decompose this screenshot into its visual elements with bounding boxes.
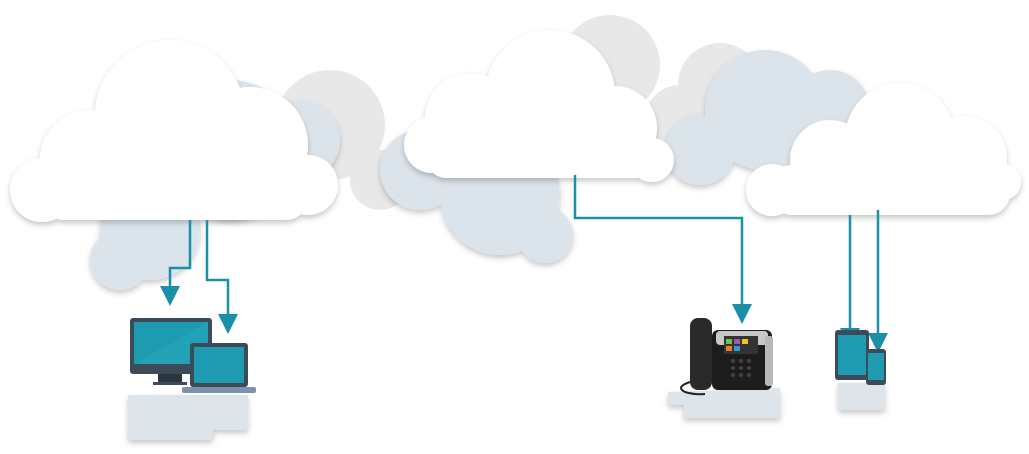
smartphone-icon bbox=[866, 349, 886, 385]
platform bbox=[838, 383, 885, 410]
laptop-icon bbox=[182, 343, 256, 393]
mobile-devices bbox=[835, 330, 886, 410]
platform bbox=[128, 395, 248, 440]
cloud-middle bbox=[404, 30, 674, 182]
cloud-right bbox=[746, 83, 1021, 216]
tablet-icon bbox=[835, 330, 869, 380]
desk-phone-icon bbox=[680, 318, 773, 396]
connector-to-monitor bbox=[160, 220, 192, 306]
desk-phone-group bbox=[668, 318, 780, 418]
cloud-left bbox=[10, 40, 338, 222]
computer-devices bbox=[128, 318, 256, 440]
connector-to-laptop bbox=[205, 220, 238, 334]
connectors bbox=[160, 175, 888, 353]
platform bbox=[668, 388, 780, 418]
connector-to-desk-phone bbox=[573, 175, 752, 324]
